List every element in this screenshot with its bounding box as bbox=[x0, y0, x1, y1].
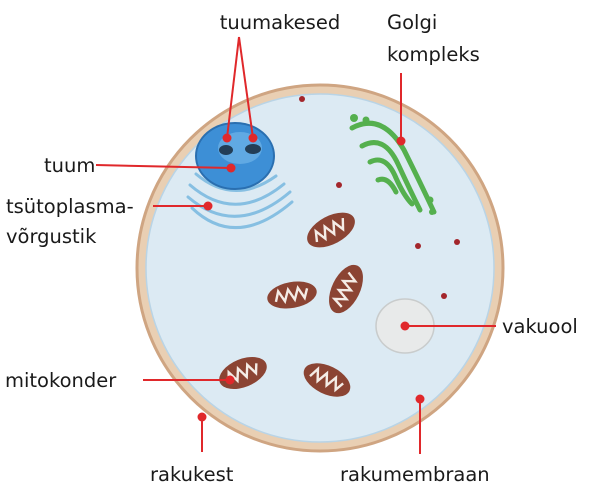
dot-vacuole bbox=[400, 321, 410, 331]
endoplasmic-reticulum bbox=[186, 172, 294, 229]
label-golgi-line2: kompleks bbox=[387, 43, 480, 66]
label-er-line2: võrgustik bbox=[6, 225, 97, 248]
leader-dots bbox=[197, 133, 425, 422]
nucleus bbox=[195, 122, 275, 190]
label-cell-wall: rakukest bbox=[150, 463, 234, 486]
mitochondrion bbox=[267, 281, 317, 309]
label-er-line1: tsütoplasma- bbox=[6, 195, 134, 218]
nucleolus bbox=[245, 144, 261, 154]
label-nucleus: tuum bbox=[44, 154, 95, 177]
label-nucleoli: tuumakesed bbox=[220, 11, 340, 34]
dot-nucleolus bbox=[222, 133, 232, 143]
mitochondrion bbox=[307, 212, 355, 248]
label-cell-membrane: rakumembraan bbox=[340, 463, 490, 486]
granules bbox=[299, 96, 460, 299]
dot-cell-wall bbox=[197, 412, 207, 422]
dot-mitochondrion bbox=[225, 375, 235, 385]
dot-nucleolus bbox=[248, 133, 258, 143]
label-mitochondrion: mitokonder bbox=[5, 369, 117, 392]
dot-cell-membrane bbox=[415, 394, 425, 404]
golgi-complex bbox=[349, 120, 437, 215]
leader-lines bbox=[95, 36, 496, 454]
nucleolus bbox=[219, 145, 233, 155]
mitochondrion bbox=[303, 363, 351, 397]
dot-golgi bbox=[396, 136, 406, 146]
golgi-vesicles bbox=[350, 114, 435, 215]
label-golgi-line1: Golgi bbox=[387, 11, 437, 34]
dot-nucleus bbox=[226, 163, 236, 173]
label-vacuole: vakuool bbox=[502, 315, 578, 338]
dot-er bbox=[203, 201, 213, 211]
mitochondrion bbox=[329, 264, 363, 314]
